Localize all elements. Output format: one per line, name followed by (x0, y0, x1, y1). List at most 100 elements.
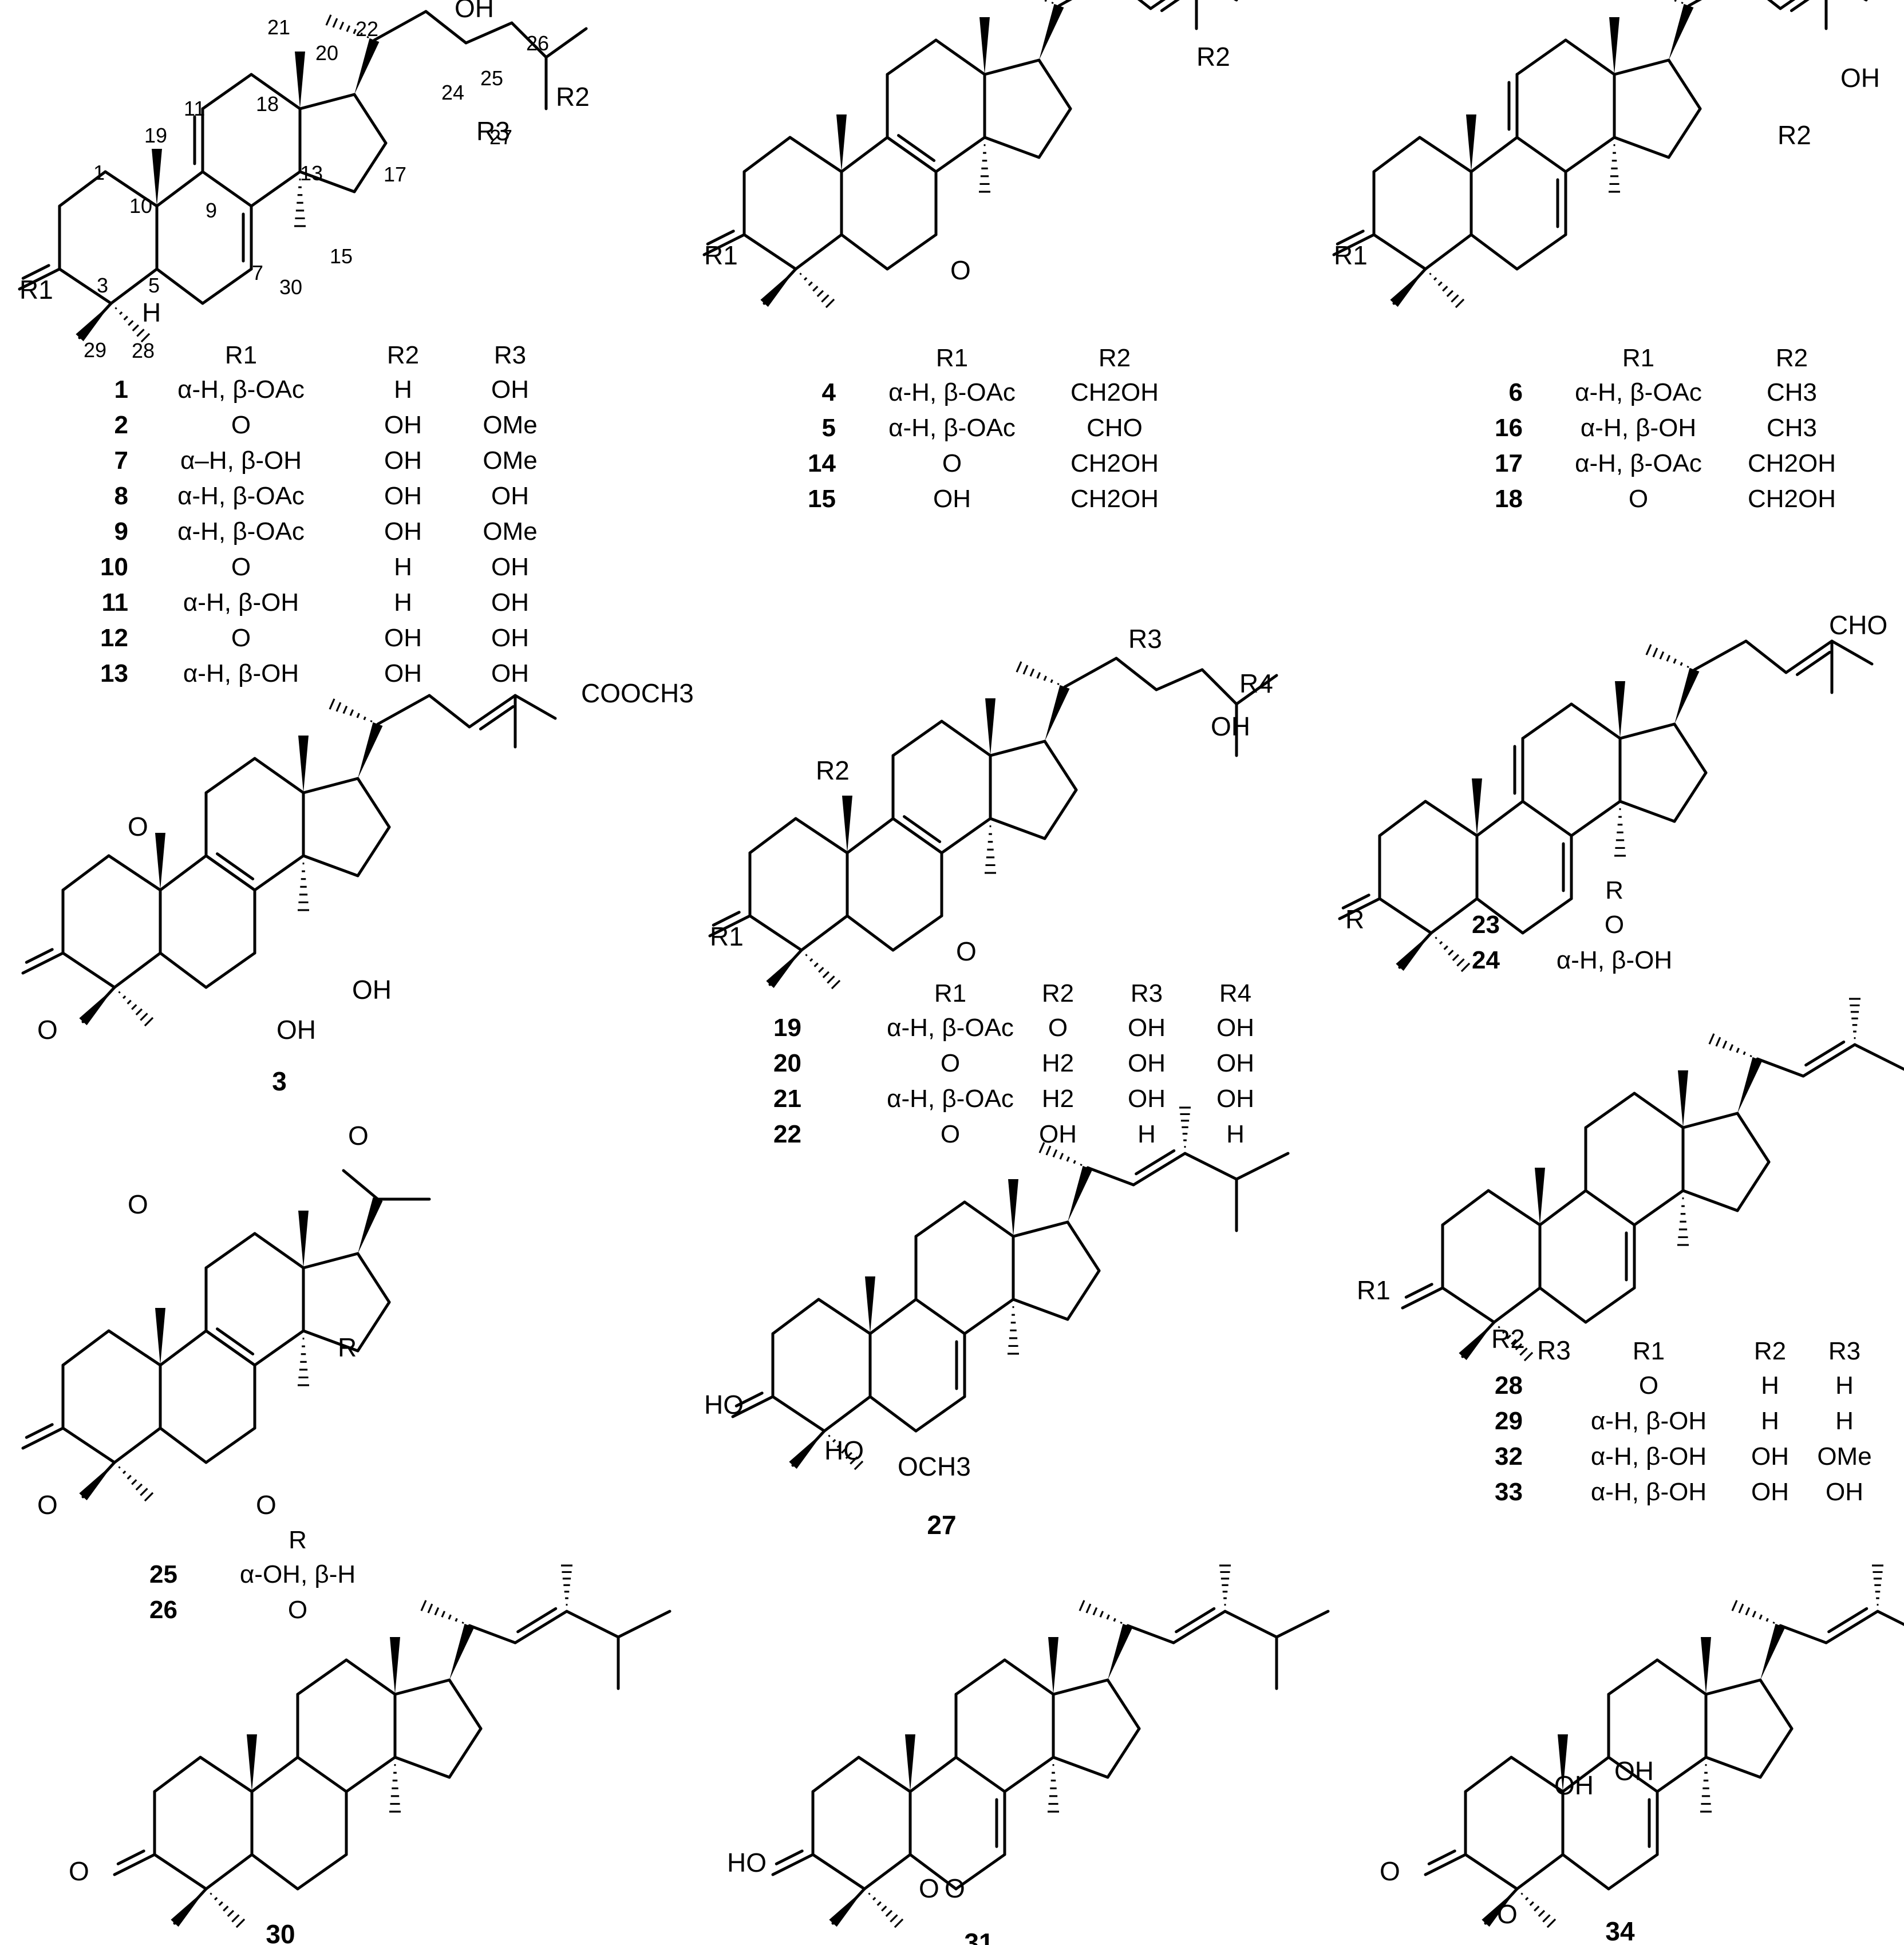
hash-bond (370, 720, 373, 722)
hash-bond (832, 1438, 836, 1443)
hash-bond (808, 281, 813, 286)
bond (1521, 800, 1573, 837)
bond (1338, 897, 1381, 920)
hash-bond (1443, 945, 1448, 950)
bond (153, 1756, 202, 1793)
bond (934, 38, 986, 76)
table-cell: CH2OH (1070, 449, 1159, 477)
hash-bond (1036, 672, 1041, 679)
bond (1149, 0, 1166, 10)
bond (21, 264, 50, 280)
hash-bond (131, 1004, 137, 1010)
hash-bond (136, 329, 145, 337)
peroxide-oxygen-label: O (919, 1873, 939, 1903)
r1-label: R1 (710, 922, 744, 951)
atom-number: 9 (206, 199, 217, 222)
hash-bond (135, 1008, 143, 1016)
table-cell: O (288, 1596, 307, 1624)
table-cell: OH (1128, 1014, 1166, 1042)
bond (617, 1610, 671, 1639)
hash-bond (1743, 1051, 1746, 1055)
ergostane-skeleton (771, 1564, 1330, 1928)
table-header: R2 (1099, 344, 1131, 372)
table-cell: OH (1751, 1478, 1789, 1506)
hash-bond (1680, 662, 1683, 666)
bond (1804, 1040, 1846, 1067)
hash-bond (1673, 658, 1677, 664)
bond (817, 1298, 872, 1335)
hash-bond (434, 1607, 440, 1616)
hash-bond (118, 991, 121, 994)
bond (113, 951, 162, 989)
bond (1057, 0, 1073, 7)
bond (61, 854, 110, 892)
bond (1126, 1624, 1175, 1644)
hash-bond (1645, 644, 1652, 655)
table-cell: H (1761, 1407, 1779, 1435)
ergostane-skeleton (731, 1106, 1290, 1470)
r3-label: R3 (1128, 624, 1162, 654)
bond (1538, 1286, 1587, 1324)
acetyl-oxygen-label: O (348, 1121, 369, 1151)
bond (513, 694, 557, 720)
r1-label: R1 (19, 275, 53, 305)
bond (1607, 1853, 1659, 1891)
hydrogen-label: H (142, 298, 161, 327)
hash-bond (1029, 668, 1035, 677)
bond (1795, 650, 1831, 677)
atom-number: 18 (256, 92, 279, 116)
table-header: R4 (1219, 979, 1251, 1007)
bond (846, 817, 895, 855)
table-cell: H (1835, 1371, 1854, 1400)
bond (1759, 1678, 1794, 1730)
compound-number: 6 (1509, 378, 1523, 406)
bond (448, 1678, 483, 1730)
wedge-bond (1396, 933, 1431, 971)
bond (1135, 1149, 1176, 1176)
bond (1464, 1853, 1519, 1891)
wedge-bond (905, 1734, 915, 1792)
bond (356, 1300, 391, 1353)
bond (1137, 0, 1152, 10)
wedge-bond (1390, 269, 1425, 307)
bond (1066, 1269, 1101, 1321)
compound-number: 17 (1495, 449, 1523, 477)
table-cell: OH (384, 411, 422, 439)
wedge-bond (1472, 778, 1482, 836)
atom-number: 7 (252, 261, 263, 284)
bond (159, 1426, 208, 1464)
wedge-bond (1609, 17, 1619, 74)
bond (983, 58, 1041, 76)
bond (800, 914, 849, 952)
bond (204, 854, 256, 892)
compound-number: 3 (272, 1066, 287, 1096)
hash-bond (1708, 1033, 1715, 1045)
hash-bond (827, 975, 835, 984)
bond (840, 233, 889, 271)
hydroxyl-label: HO (727, 1848, 767, 1877)
table-cell: OH (1128, 1085, 1166, 1113)
compound-number: 29 (1495, 1407, 1523, 1435)
table-header: R1 (936, 344, 968, 372)
bond (25, 1423, 54, 1439)
atom-labels: HO O O (727, 1848, 965, 1903)
bond (204, 1329, 256, 1367)
atom-number: 10 (129, 194, 152, 218)
bond (1372, 136, 1421, 173)
bond (448, 1727, 483, 1779)
bond (1613, 58, 1670, 76)
hydroxyl-label: HO (824, 1436, 864, 1465)
bond (296, 1658, 348, 1696)
hydroxyl-label: OH (1614, 1756, 1654, 1786)
hash-bond (1442, 286, 1448, 292)
hash-bond (1538, 1910, 1546, 1918)
table-cell: α-H, β-OH (1581, 414, 1696, 442)
hash-bond (1451, 294, 1459, 303)
atom-labels: CHO R (1345, 610, 1887, 934)
table-cell: α-H, β-OAc (177, 375, 305, 404)
bond (1003, 1756, 1055, 1793)
hash-bond (214, 1896, 218, 1901)
hash-bond (890, 1914, 898, 1923)
lanostane-skeleton (21, 1169, 431, 1502)
